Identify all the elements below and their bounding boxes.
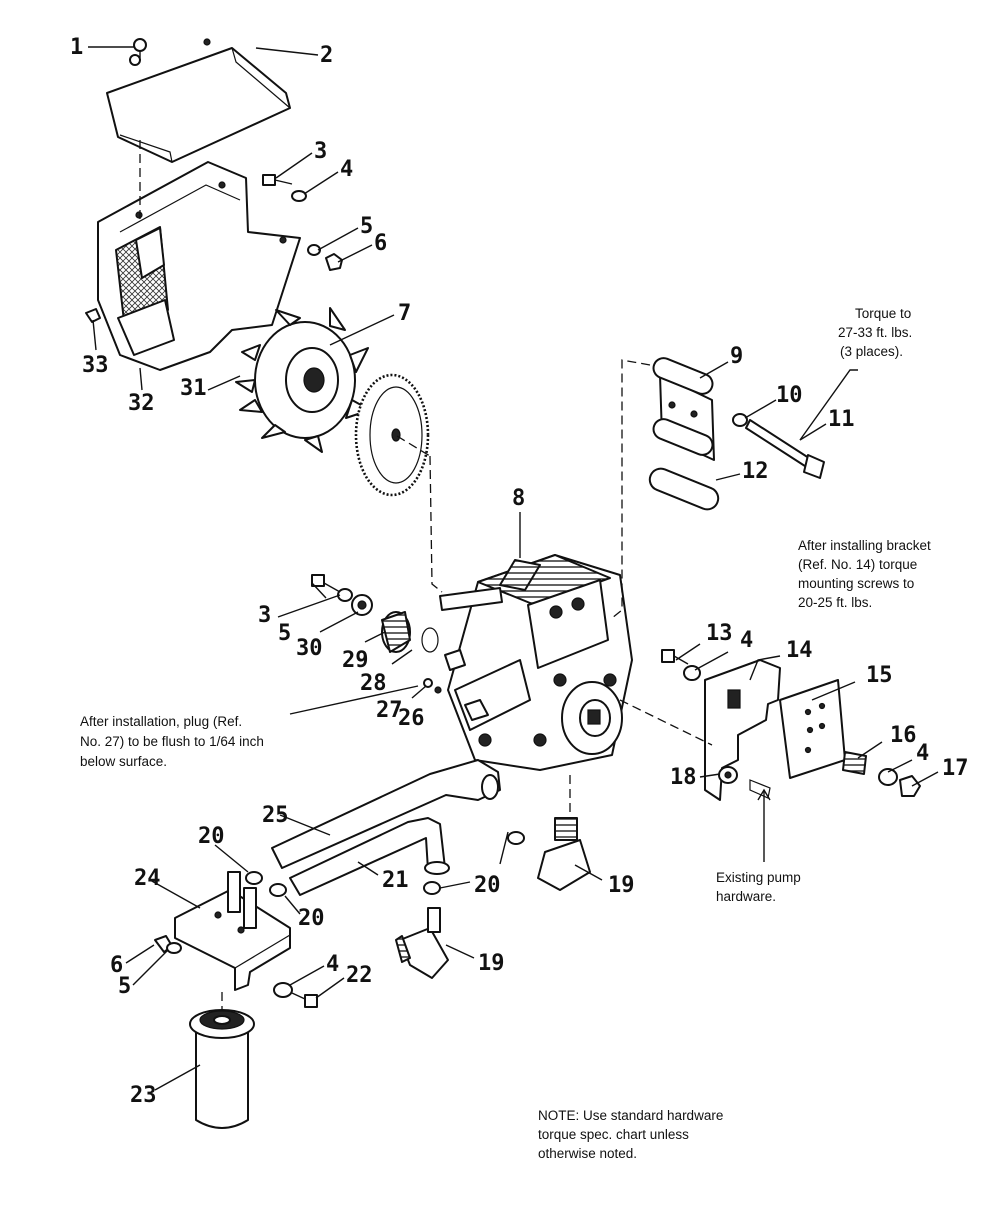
cooling-fan: [235, 307, 371, 453]
part-label-6: 6: [374, 231, 387, 256]
part-label-4d: 4: [326, 952, 339, 977]
part-label-1: 1: [70, 35, 83, 60]
part-label-28: 28: [360, 671, 387, 696]
fasteners-top: [85, 38, 343, 323]
part-label-3: 3: [314, 139, 327, 164]
part-label-25: 25: [262, 803, 289, 828]
part-label-8: 8: [512, 486, 525, 511]
torque-note-line-2: 27-33 ft. lbs.: [838, 325, 912, 340]
standard-hardware-line-2: torque spec. chart unless: [538, 1127, 689, 1142]
part-label-4b: 4: [740, 628, 753, 653]
pump-shaft-parts: [311, 574, 442, 694]
part-label-5c: 5: [118, 974, 131, 999]
part-label-11: 11: [828, 407, 855, 432]
pulley: [354, 373, 430, 497]
part-label-22: 22: [346, 963, 373, 988]
part-label-26: 26: [398, 706, 425, 731]
existing-hardware-line-1: Existing pump: [716, 870, 801, 885]
pump-mount-bracket: [648, 357, 825, 511]
assembly-lines: [139, 140, 713, 1010]
standard-hardware-note: NOTE: Use standard hardware torque spec.…: [538, 1108, 723, 1161]
part-label-2: 2: [320, 43, 333, 68]
leader-lines: [88, 46, 939, 1091]
part-label-21: 21: [382, 868, 409, 893]
bracket-note-line-2: (Ref. No. 14) torque: [798, 557, 917, 572]
part-label-18: 18: [670, 765, 697, 790]
standard-hardware-line-1: NOTE: Use standard hardware: [538, 1108, 723, 1123]
part-label-33: 33: [82, 353, 109, 378]
bracket-note: After installing bracket (Ref. No. 14) t…: [798, 538, 931, 610]
part-label-16: 16: [890, 723, 917, 748]
existing-hardware-line-2: hardware.: [716, 889, 776, 904]
shroud-cover: [106, 38, 291, 163]
part-label-29: 29: [342, 648, 369, 673]
plug-note-line-1: After installation, plug (Ref.: [80, 714, 242, 729]
standard-hardware-line-3: otherwise noted.: [538, 1146, 637, 1161]
part-label-24: 24: [134, 866, 161, 891]
plug-note: After installation, plug (Ref. No. 27) t…: [80, 714, 264, 769]
part-label-7: 7: [398, 301, 411, 326]
part-label-31: 31: [180, 376, 207, 401]
part-label-20: 20: [198, 824, 225, 849]
torque-note-line-3: (3 places).: [840, 344, 903, 359]
part-label-20c: 20: [298, 906, 325, 931]
part-label-27: 27: [376, 698, 403, 723]
part-label-15: 15: [866, 663, 893, 688]
part-label-20b: 20: [474, 873, 501, 898]
part-label-6b: 6: [110, 953, 123, 978]
part-label-3b: 3: [258, 603, 271, 628]
bracket-note-line-4: 20-25 ft. lbs.: [798, 595, 872, 610]
torque-note-bolt: Torque to 27-33 ft. lbs. (3 places).: [838, 306, 912, 359]
control-bracket-parts: [661, 649, 921, 801]
part-label-19: 19: [608, 873, 635, 898]
part-label-19b: 19: [478, 951, 505, 976]
torque-note-line-1: Torque to: [855, 306, 911, 321]
part-label-4c: 4: [916, 741, 929, 766]
pump-assembly: [439, 554, 633, 771]
bracket-note-line-1: After installing bracket: [798, 538, 931, 553]
hoses-and-fittings: [245, 759, 591, 979]
bracket-note-line-3: mounting screws to: [798, 576, 914, 591]
part-label-14: 14: [786, 638, 813, 663]
part-label-4: 4: [340, 157, 353, 182]
existing-hardware-note: Existing pump hardware.: [716, 870, 801, 904]
plug-note-line-2: No. 27) to be flush to 1/64 inch: [80, 734, 264, 749]
part-label-5b: 5: [278, 621, 291, 646]
part-label-23: 23: [130, 1083, 157, 1108]
blower-housing: [97, 161, 301, 371]
part-label-10: 10: [776, 383, 803, 408]
part-label-12: 12: [742, 459, 769, 484]
part-label-17: 17: [942, 756, 969, 781]
part-label-13: 13: [706, 621, 733, 646]
part-number-labels: 1 2 3 4 5 6 7 33 32 31 9 10 11 12 8 3 5 …: [70, 35, 969, 1108]
plug-note-line-3: below surface.: [80, 754, 167, 769]
oil-filter: [189, 1009, 255, 1129]
part-label-5: 5: [360, 214, 373, 239]
part-label-30: 30: [296, 636, 323, 661]
part-label-9: 9: [730, 344, 743, 369]
filter-bracket: [154, 871, 318, 1008]
part-label-32: 32: [128, 391, 155, 416]
